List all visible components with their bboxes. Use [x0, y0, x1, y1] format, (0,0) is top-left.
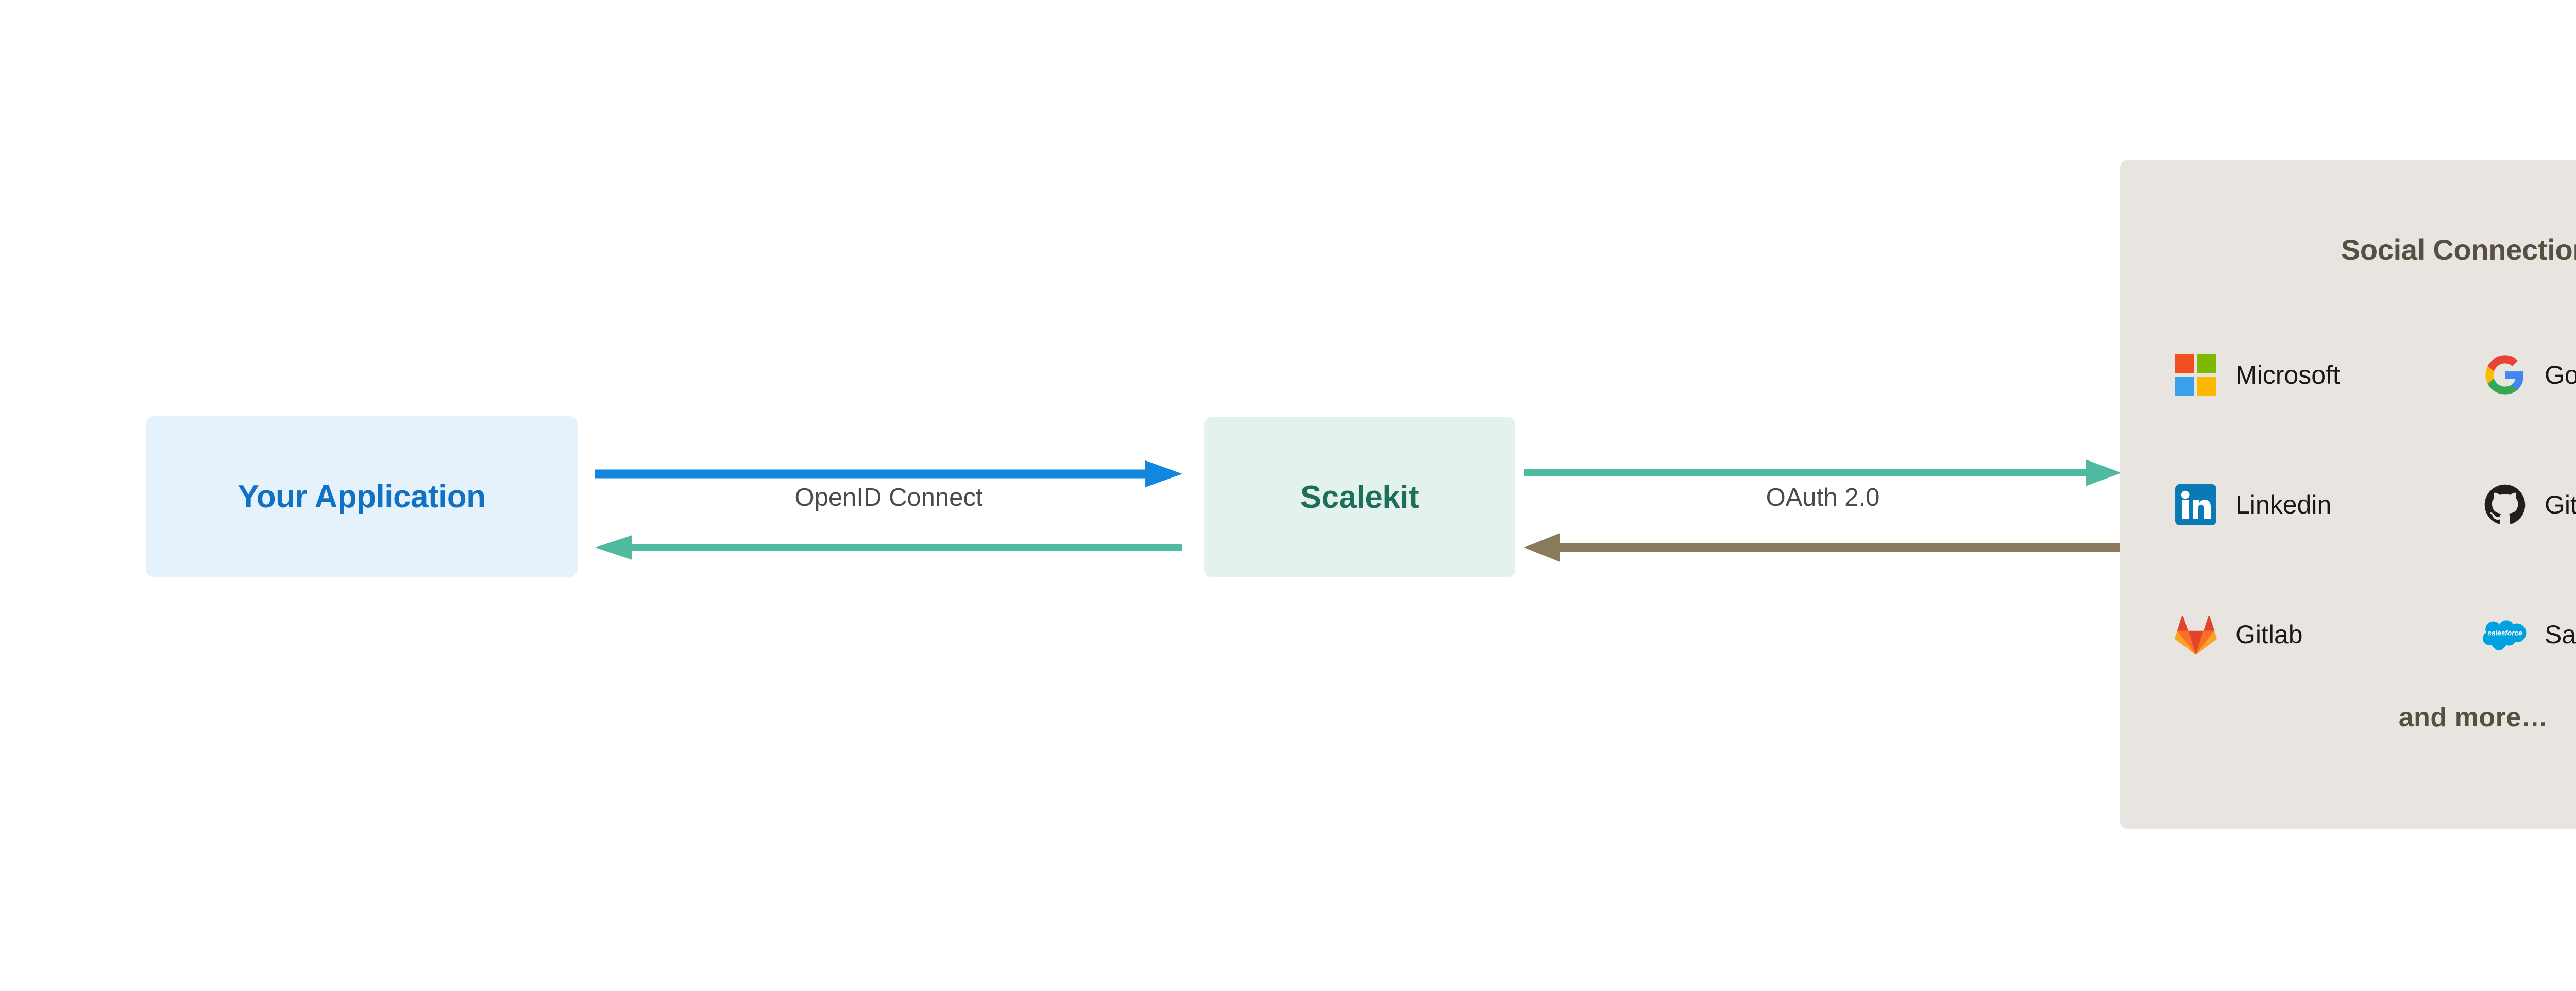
- provider-linkedin[interactable]: Linkedin: [2174, 483, 2483, 527]
- salesforce-logo-icon: salesforce: [2483, 612, 2527, 657]
- connection-label-openid-connect: OpenID Connect: [794, 484, 983, 511]
- social-connections-panel: Social Connections Microsoft: [2120, 160, 2576, 829]
- node-your-application: Your Application: [146, 416, 578, 577]
- node-your-application-label: Your Application: [238, 479, 486, 515]
- gitlab-logo-icon: [2174, 612, 2218, 657]
- node-scalekit-label: Scalekit: [1300, 479, 1419, 515]
- provider-google[interactable]: Google: [2483, 353, 2576, 397]
- provider-gitlab[interactable]: Gitlab: [2174, 612, 2483, 657]
- node-scalekit: Scalekit: [1204, 417, 1515, 577]
- provider-microsoft-label: Microsoft: [2235, 361, 2340, 389]
- provider-salesforce[interactable]: salesforce Salesforce: [2483, 612, 2576, 657]
- svg-text:salesforce: salesforce: [2487, 629, 2522, 637]
- social-connections-footer: and more…: [2398, 703, 2549, 732]
- github-logo-icon: [2483, 483, 2527, 527]
- arrow-oauth-response: [1524, 532, 2122, 563]
- provider-github-label: Github: [2545, 490, 2576, 519]
- provider-linkedin-label: Linkedin: [2235, 490, 2332, 519]
- provider-gitlab-label: Gitlab: [2235, 620, 2303, 649]
- provider-google-label: Google: [2545, 361, 2576, 389]
- arrow-oidc-request: [595, 458, 1182, 489]
- provider-microsoft[interactable]: Microsoft: [2174, 353, 2483, 397]
- social-providers-grid: Microsoft Google: [2174, 310, 2576, 699]
- provider-salesforce-label: Salesforce: [2545, 620, 2576, 649]
- arrow-oauth-request: [1524, 457, 2122, 488]
- social-connections-title: Social Connections: [2341, 233, 2576, 266]
- arrow-oidc-response: [595, 532, 1182, 563]
- connection-label-oauth: OAuth 2.0: [1766, 484, 1880, 511]
- google-logo-icon: [2483, 353, 2527, 397]
- microsoft-logo-icon: [2174, 353, 2218, 397]
- linkedin-logo-icon: [2174, 483, 2218, 527]
- provider-github[interactable]: Github: [2483, 483, 2576, 527]
